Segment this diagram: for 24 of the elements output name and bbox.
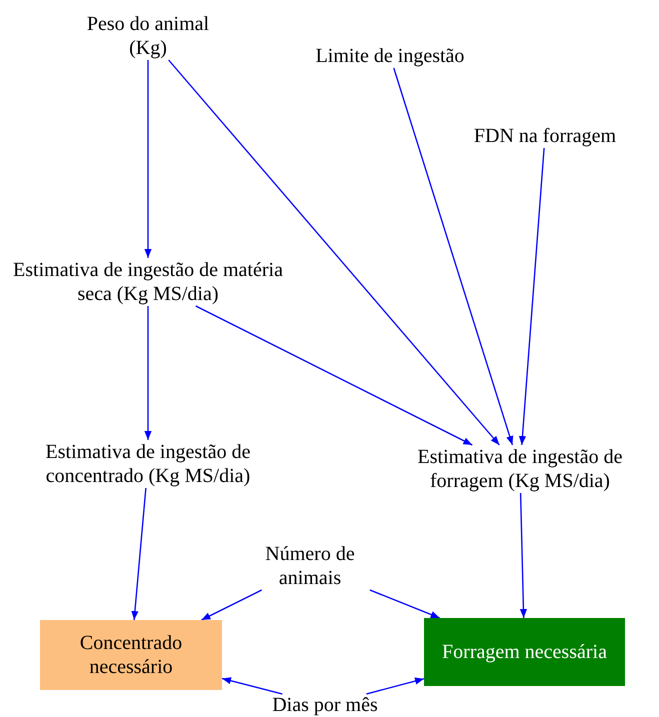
node-label: Estimativa de ingestão de matéria seca (Kg MS/dia) [12, 258, 284, 306]
node-label: Forragem necessária [442, 640, 607, 664]
arrow [144, 60, 152, 258]
node-label: Dias por mês [272, 694, 378, 716]
arrow [366, 678, 424, 695]
arrow [201, 589, 262, 621]
arrow [520, 492, 528, 618]
node-label: Peso do animal (Kg) [86, 12, 210, 60]
arrow [518, 148, 545, 446]
process-box [40, 620, 222, 690]
node-label: Concentrado necessário [78, 631, 184, 679]
arrow [222, 677, 282, 695]
node-label: FDN na forragem [474, 124, 616, 148]
node-label: Limite de ingestão [316, 44, 464, 68]
arrow [393, 68, 514, 446]
process-box [424, 618, 625, 686]
arrow [370, 589, 440, 619]
node-label: Estimativa de ingestão de forragem (Kg MS/dia) [416, 445, 624, 493]
arrow [144, 306, 152, 440]
node-label: Número de animais [264, 542, 356, 590]
arrow [131, 488, 147, 620]
arrow [195, 305, 473, 446]
node-label: Estimativa de ingestão de concentrado (Kg MS/dia) [44, 440, 252, 488]
arrow [168, 60, 500, 446]
